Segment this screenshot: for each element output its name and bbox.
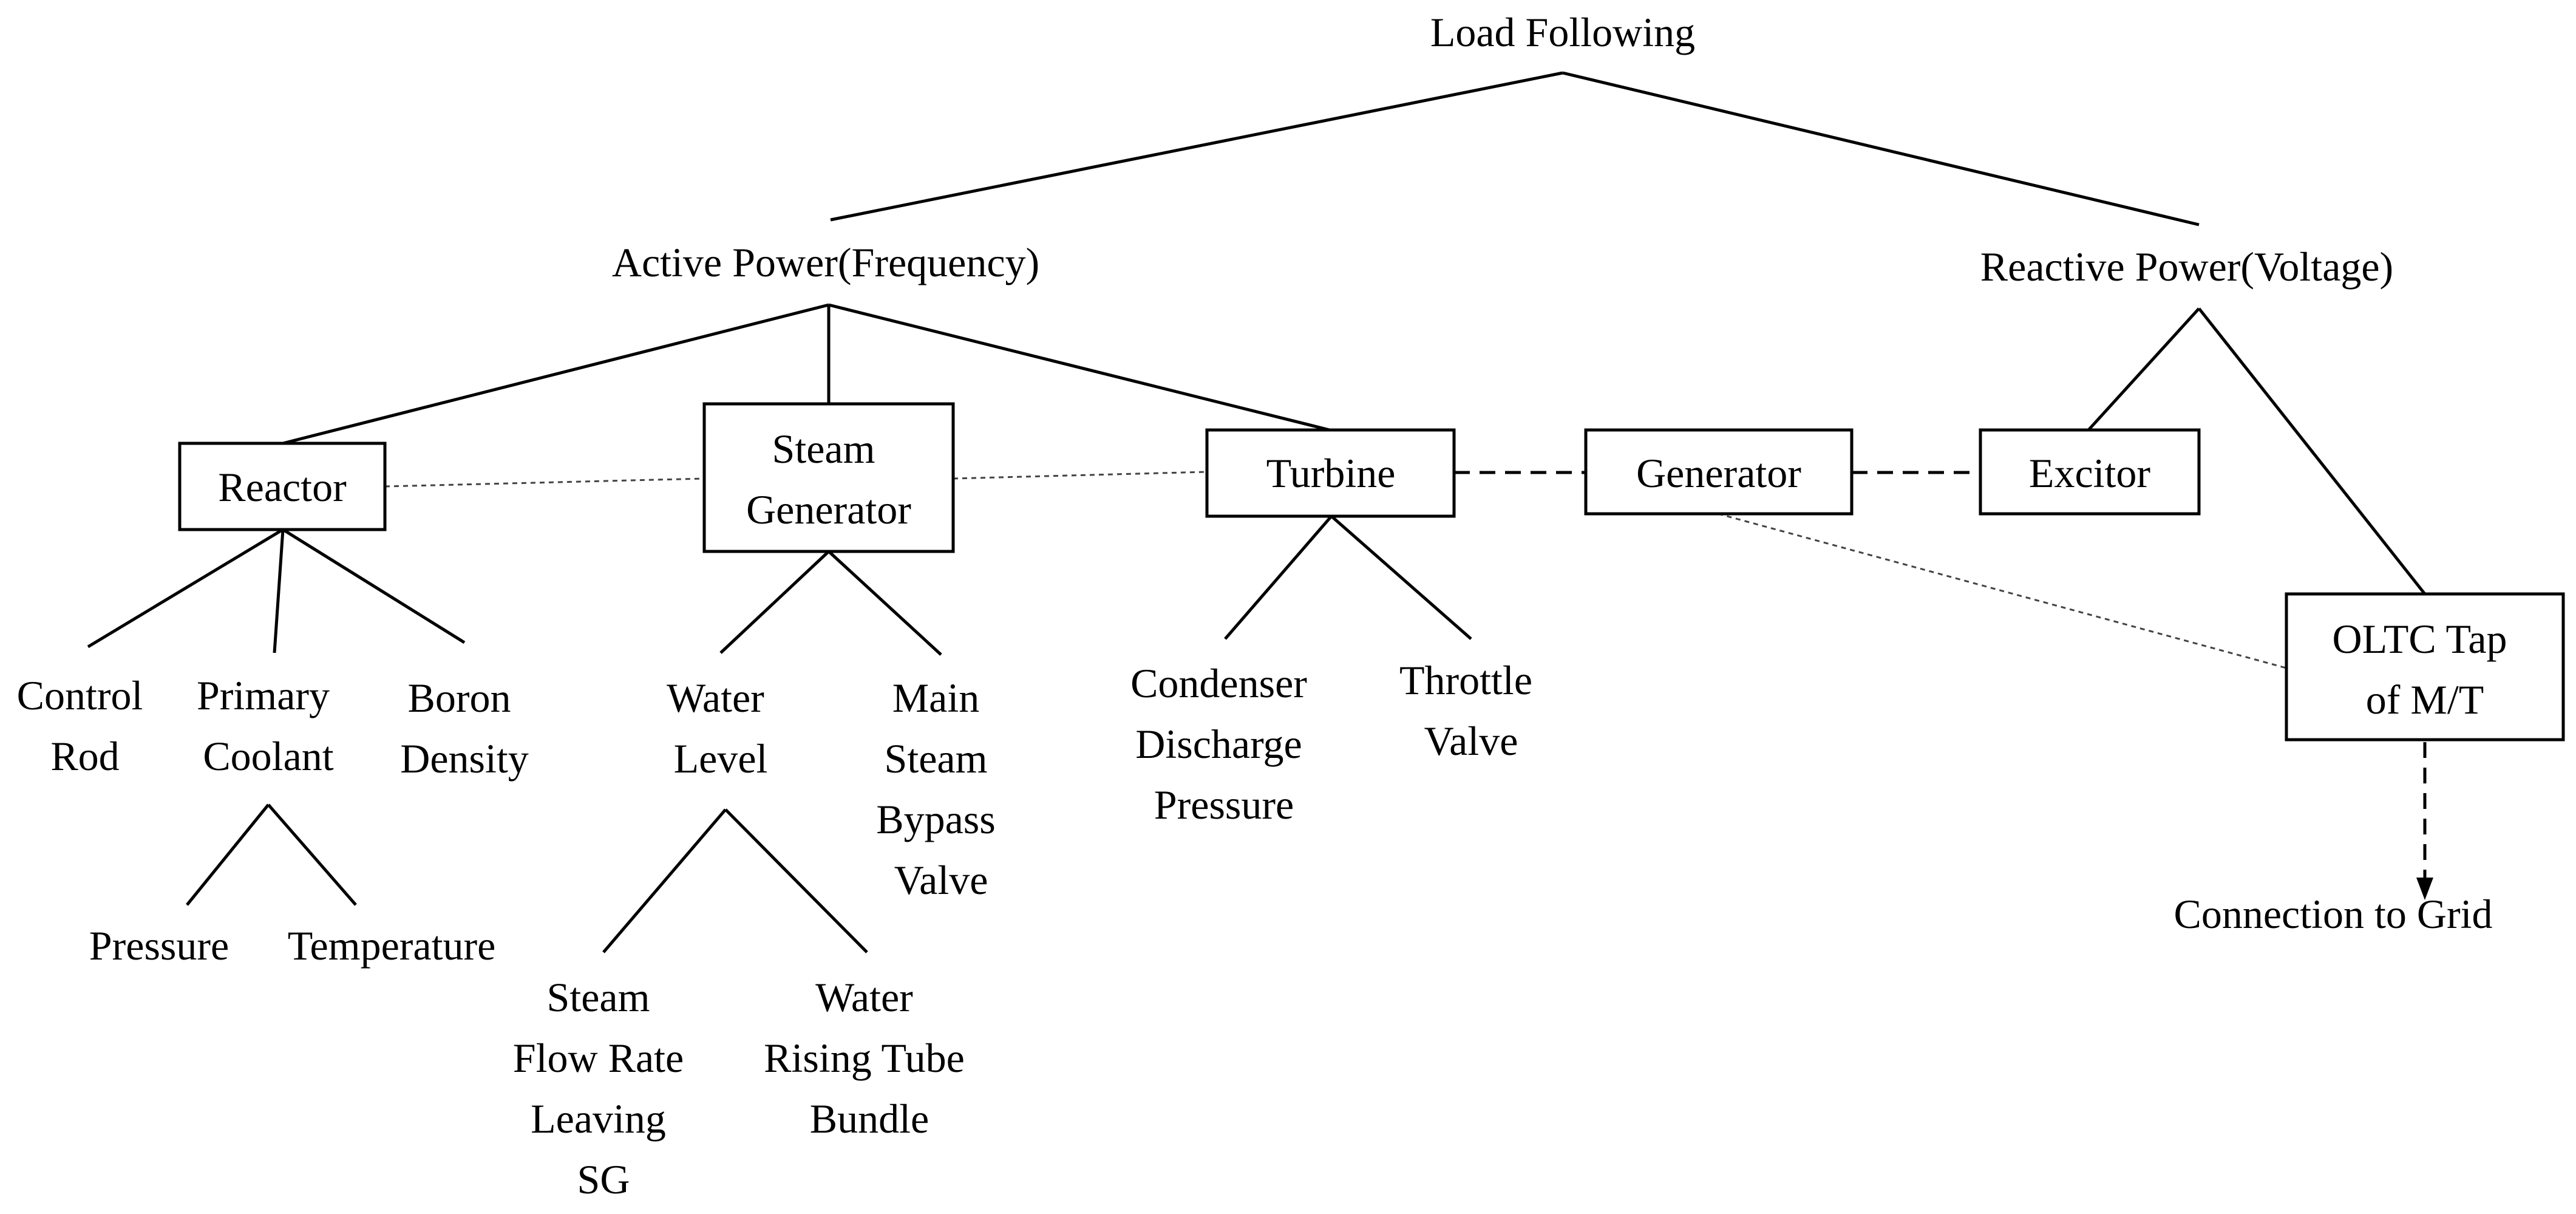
primary-coolant-line-2: Coolant bbox=[203, 733, 333, 779]
generator-box bbox=[1584, 428, 1854, 516]
active-power-label: Active Power(Frequency) bbox=[612, 239, 1039, 285]
edge-sg-main-steam bbox=[828, 550, 942, 656]
condenser-discharge-label: Condenser Discharge Pressure bbox=[1130, 660, 1317, 828]
water-level-line-2: Level bbox=[674, 735, 768, 782]
reactor-box bbox=[178, 442, 387, 531]
steam-flow-rate-line-3: Leaving bbox=[531, 1096, 666, 1142]
main-steam-bypass-label: Main Steam Bypass Valve bbox=[876, 675, 1005, 903]
link-sg-turbine bbox=[953, 471, 1208, 480]
generator-label: Generator bbox=[1636, 450, 1801, 496]
edge-level-water-rising bbox=[724, 808, 868, 953]
edge-active-turbine bbox=[828, 303, 1330, 432]
oltc-label: OLTC Tap of M/T bbox=[2332, 616, 2517, 723]
main-steam-bypass-line-2: Steam bbox=[885, 735, 988, 782]
edge-load-active bbox=[830, 71, 1563, 222]
main-steam-bypass-line-4: Valve bbox=[894, 857, 988, 903]
steam-generator-box bbox=[702, 402, 955, 553]
steam-flow-rate-line-4: SG bbox=[577, 1156, 630, 1202]
edge-turbine-condenser bbox=[1224, 515, 1333, 640]
steam-flow-rate-label: Steam Flow Rate Leaving SG bbox=[513, 974, 694, 1202]
turbine-box bbox=[1205, 428, 1456, 518]
edge-coolant-pressure bbox=[186, 803, 270, 906]
control-rod-label: Control Rod bbox=[17, 672, 154, 779]
primary-coolant-line-1: Primary bbox=[197, 672, 330, 718]
boxes bbox=[178, 402, 2565, 742]
water-level-label: Water Level bbox=[667, 675, 775, 782]
excitor-label: Excitor bbox=[2029, 450, 2151, 496]
condenser-discharge-line-3: Pressure bbox=[1154, 782, 1294, 828]
boron-density-line-1: Boron bbox=[408, 675, 511, 721]
steam-generator-line-2: Generator bbox=[746, 486, 911, 533]
edge-load-reactive bbox=[1562, 71, 2200, 227]
edge-level-steam-flow bbox=[602, 808, 727, 953]
dotted-links bbox=[384, 471, 2287, 669]
tree-edges bbox=[87, 71, 2426, 953]
link-reactor-sg bbox=[384, 477, 705, 488]
connection-grid-label: Connection to Grid bbox=[2173, 891, 2492, 937]
control-rod-line-2: Rod bbox=[50, 733, 119, 779]
water-level-line-1: Water bbox=[667, 675, 764, 721]
main-steam-bypass-line-1: Main bbox=[892, 675, 980, 721]
excitor-box bbox=[1979, 428, 2201, 516]
steam-generator-line-1: Steam bbox=[772, 426, 875, 472]
water-rising-tube-line-1: Water bbox=[815, 974, 913, 1020]
turbine-label: Turbine bbox=[1266, 450, 1396, 496]
boron-density-line-2: Density bbox=[400, 735, 529, 782]
oltc-box bbox=[2285, 592, 2565, 742]
primary-coolant-label: Primary Coolant bbox=[197, 672, 340, 779]
load-following-label: Load Following bbox=[1430, 9, 1695, 55]
water-rising-tube-line-3: Bundle bbox=[810, 1096, 929, 1142]
edge-coolant-temperature bbox=[267, 803, 357, 906]
edge-reactive-excitor bbox=[2087, 307, 2200, 431]
edge-sg-water-level bbox=[719, 550, 830, 654]
oltc-line-1: OLTC Tap bbox=[2332, 616, 2507, 662]
edge-reactive-oltc bbox=[2198, 307, 2426, 595]
condenser-discharge-line-2: Discharge bbox=[1135, 721, 1302, 767]
pressure-label: Pressure bbox=[89, 922, 229, 969]
edge-reactor-boron bbox=[282, 528, 466, 644]
edge-reactor-control-rod bbox=[87, 528, 284, 649]
water-rising-tube-line-2: Rising Tube bbox=[764, 1035, 965, 1081]
steam-flow-rate-line-1: Steam bbox=[547, 974, 650, 1020]
arrowhead-icon bbox=[2416, 878, 2433, 900]
throttle-valve-line-2: Valve bbox=[1424, 718, 1518, 764]
water-rising-tube-label: Water Rising Tube Bundle bbox=[764, 974, 975, 1142]
control-rod-line-1: Control bbox=[17, 672, 143, 718]
dashed-links bbox=[1454, 471, 2433, 900]
throttle-valve-label: Throttle Valve bbox=[1399, 657, 1543, 764]
edge-turbine-throttle bbox=[1330, 515, 1472, 640]
temperature-label: Temperature bbox=[288, 922, 496, 969]
reactive-power-label: Reactive Power(Voltage) bbox=[1980, 244, 2393, 290]
edge-active-reactor bbox=[282, 303, 829, 445]
steam-flow-rate-line-2: Flow Rate bbox=[513, 1035, 684, 1081]
oltc-line-2: of M/T bbox=[2366, 677, 2484, 723]
condenser-discharge-line-1: Condenser bbox=[1130, 660, 1307, 706]
edge-reactor-primary-coolant bbox=[273, 529, 285, 653]
main-steam-bypass-line-3: Bypass bbox=[876, 796, 995, 842]
boron-density-label: Boron Density bbox=[400, 675, 529, 782]
labels: Load Following Active Power(Frequency) R… bbox=[17, 9, 2517, 1202]
throttle-valve-line-1: Throttle bbox=[1399, 657, 1532, 703]
steam-generator-label: Steam Generator bbox=[746, 426, 911, 533]
link-generator-oltc bbox=[1718, 513, 2287, 669]
reactor-label: Reactor bbox=[218, 464, 347, 510]
